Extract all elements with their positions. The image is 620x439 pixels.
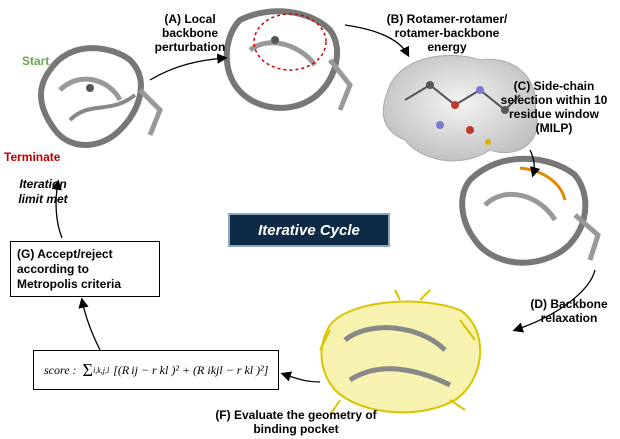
- iteration-limit-label: Iteration limit met: [18, 177, 68, 206]
- score-formula-box: score : Σ i,k,j,l [(R ij − r kl )² + (R …: [33, 350, 279, 390]
- score-formula: [(R: [113, 362, 130, 377]
- arrow-f-to-g: [78, 297, 101, 351]
- protein-surface-b: [382, 54, 538, 162]
- start-label: Start: [22, 54, 50, 68]
- sum-symbol: Σ: [82, 359, 94, 380]
- score-formula-rest: ij − r kl )² + (R ikjl − r kl )²]: [131, 362, 269, 377]
- step-g-box: (G) Accept/reject according to Metropoli…: [10, 241, 160, 297]
- arrow-a-to-b: [344, 24, 410, 58]
- arrow-b-to-c: [529, 149, 541, 178]
- sum-subscript: i,k,j,l: [93, 365, 110, 375]
- step-d-label: (D) Backbone relaxation: [530, 297, 608, 325]
- arrow-start-to-a: [149, 53, 228, 81]
- protein-structure-a: [223, 8, 353, 111]
- score-prefix: score :: [44, 362, 77, 377]
- protein-structure-c: [459, 155, 601, 266]
- step-f-label: (F) Evaluate the geometry of binding poc…: [215, 408, 377, 436]
- step-c-label: (C) Side-chain selection within 10 resid…: [500, 79, 608, 135]
- step-a-label: (A) Local backbone perturbation: [154, 12, 226, 54]
- iterative-cycle-banner: Iterative Cycle: [228, 213, 390, 247]
- arrow-g-to-terminate: [51, 179, 63, 239]
- step-b-label: (B) Rotamer-rotamer/ rotamer-backbone en…: [386, 12, 508, 54]
- protein-structure-start: [37, 45, 163, 148]
- arrow-d-to-f: [280, 371, 321, 383]
- protein-structure-d: [319, 289, 481, 416]
- arrow-c-to-d: [512, 269, 596, 333]
- terminate-label: Terminate: [4, 150, 61, 164]
